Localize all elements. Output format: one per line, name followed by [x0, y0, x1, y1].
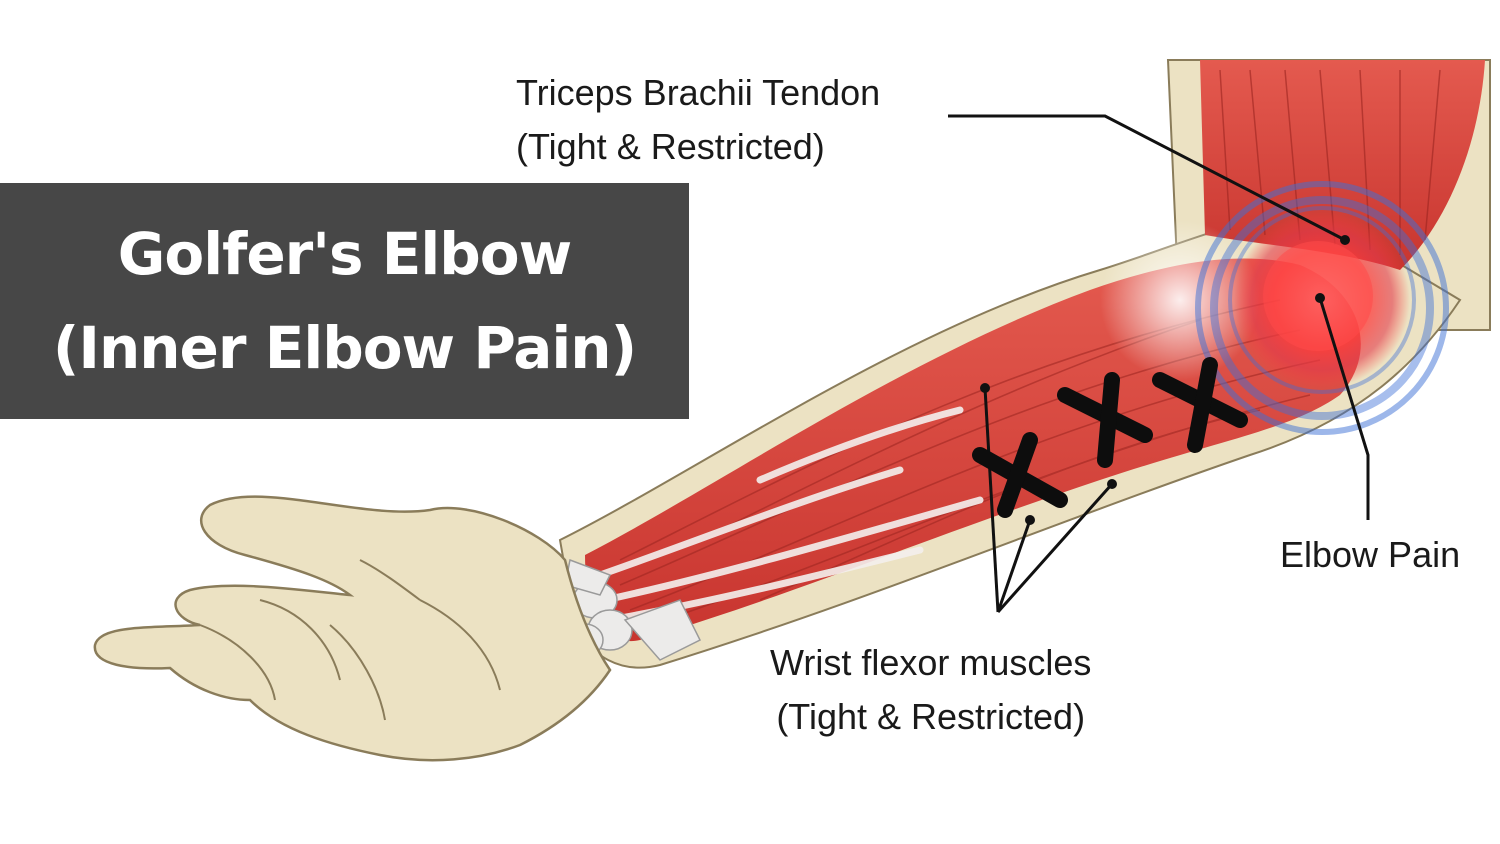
title-line-2: (Inner Elbow Pain) [52, 314, 637, 382]
pain-ring-outer [1195, 181, 1449, 435]
title-line-1: Golfer's Elbow [117, 220, 572, 288]
wrist-leader-3 [996, 483, 1114, 613]
restriction-x-mark [972, 432, 1068, 518]
elbow-leader [1318, 297, 1370, 520]
triceps-leader [948, 114, 1346, 242]
restriction-x-marks [972, 357, 1248, 518]
tendon-glow [1100, 220, 1260, 380]
leader-dots [980, 235, 1350, 525]
triceps-label: Triceps Brachii Tendon (Tight & Restrict… [516, 66, 880, 174]
wrist-flexor-label-line-1: Wrist flexor muscles [770, 642, 1092, 683]
hand-lines [199, 559, 501, 721]
wrist-flexor-label: Wrist flexor muscles (Tight & Restricted… [770, 636, 1091, 744]
leader-lines [948, 114, 1370, 613]
pain-ring-inner [1228, 206, 1416, 394]
restriction-x-mark [1152, 357, 1248, 453]
elbow-pain-label: Elbow Pain [1280, 534, 1461, 575]
pain-ring-mid [1210, 196, 1434, 420]
triceps-label-line-2: (Tight & Restricted) [516, 126, 825, 167]
restriction-x-mark [1057, 372, 1153, 468]
wrist-leader-2 [996, 519, 1032, 613]
triceps-label-line-1: Triceps Brachii Tendon [516, 72, 881, 113]
title-banner: Golfer's Elbow (Inner Elbow Pain) [0, 183, 689, 419]
wrist-leader-1 [983, 387, 1000, 613]
wrist-flexor-label-line-2: (Tight & Restricted) [776, 696, 1086, 737]
forearm-tendons [596, 406, 984, 624]
hand [93, 495, 612, 762]
upper-arm-muscle [1200, 60, 1485, 270]
